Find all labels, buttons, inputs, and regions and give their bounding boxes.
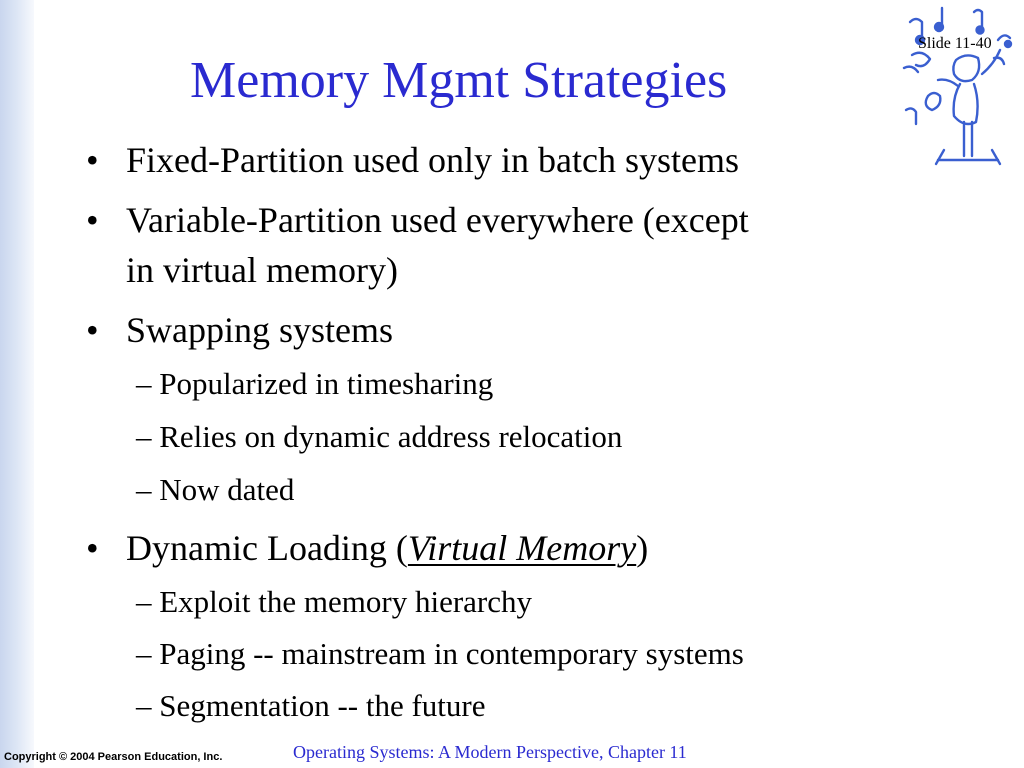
- bullet-item: Dynamic Loading (Virtual Memory): [126, 530, 648, 566]
- bullet-item: Swapping systems: [126, 310, 394, 350]
- bullet-item: Variable-Partition used everywhere (exce…: [126, 200, 749, 240]
- bullet-item-continuation: in virtual memory): [126, 250, 398, 290]
- sub-bullet-item: – Now dated: [136, 472, 295, 507]
- slide-number: Slide 11-40: [918, 35, 992, 52]
- book-footer: Operating Systems: A Modern Perspective,…: [293, 742, 687, 762]
- emphasis-term: Virtual Memory: [407, 528, 637, 568]
- bullet-item: Fixed-Partition used only in batch syste…: [126, 140, 739, 180]
- bullet-text: Dynamic Loading (: [126, 528, 408, 568]
- slide-title: Memory Mgmt Strategies: [190, 52, 728, 109]
- sub-bullet-item: – Exploit the memory hierarchy: [136, 584, 532, 619]
- sub-bullet-item: – Paging -- mainstream in contemporary s…: [136, 636, 744, 671]
- musician-with-notes-icon: [902, 6, 1013, 166]
- bullet-marker: •: [86, 200, 99, 240]
- sub-bullet-item: – Popularized in timesharing: [136, 366, 494, 401]
- bullet-marker: •: [86, 140, 99, 180]
- sub-bullet-item: – Segmentation -- the future: [136, 688, 486, 723]
- bullet-marker: •: [86, 310, 99, 350]
- copyright-notice: Copyright © 2004 Pearson Education, Inc.: [4, 751, 223, 763]
- sub-bullet-item: – Relies on dynamic address relocation: [136, 419, 623, 454]
- bullet-marker: •: [86, 528, 99, 568]
- bullet-text: ): [636, 528, 649, 568]
- left-gradient-band: [0, 0, 34, 768]
